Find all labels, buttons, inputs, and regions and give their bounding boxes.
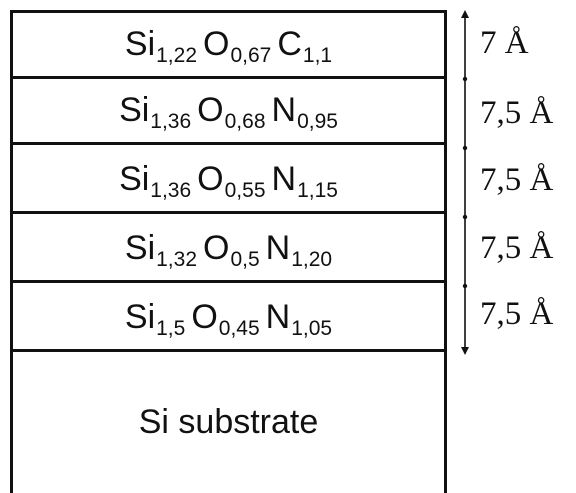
substrate-label: Si substrate: [138, 403, 319, 441]
element-symbol: Si: [124, 229, 156, 267]
element-symbol: N: [271, 91, 297, 129]
element-symbol: Si: [124, 298, 156, 336]
axis-divider-dot: [462, 283, 468, 289]
axis-divider-dot: [462, 76, 468, 82]
element-symbol: N: [265, 298, 291, 336]
element-subscript: 1,22: [156, 43, 197, 67]
element-symbol: N: [265, 229, 291, 267]
element-symbol: Si: [119, 91, 150, 129]
thickness-label-3: 7,5 Å: [480, 162, 554, 198]
element-subscript: 1,1: [302, 43, 333, 67]
axis-divider-dot: [462, 145, 468, 151]
element-symbol: Si: [124, 25, 156, 63]
element-symbol: C: [277, 25, 302, 63]
element-subscript: 1,36: [150, 109, 192, 133]
element-symbol: Si: [119, 160, 150, 198]
element-symbol: O: [191, 298, 218, 336]
element-subscript: 1,15: [297, 178, 338, 202]
axis-top-arrow: [461, 10, 469, 18]
element-subscript: 0,95: [297, 109, 338, 133]
thickness-label-5: 7,5 Å: [480, 296, 554, 332]
element-subscript: 0,5: [230, 247, 260, 271]
element-subscript: 0,45: [218, 316, 260, 340]
axis-divider-dot: [462, 214, 468, 220]
axis-bottom-arrow: [461, 347, 469, 355]
element-symbol: N: [271, 160, 297, 198]
element-symbol: O: [203, 25, 230, 63]
thickness-axis: [461, 10, 469, 355]
element-symbol: O: [197, 91, 224, 129]
thickness-label-1: 7 Å: [480, 25, 529, 61]
substrate-layer: Si substrate: [13, 352, 444, 493]
element-subscript: 0,67: [230, 43, 272, 67]
element-subscript: 0,68: [224, 109, 266, 133]
element-subscript: 1,36: [150, 178, 192, 202]
element-subscript: 1,05: [291, 316, 333, 340]
element-subscript: 1,5: [156, 316, 186, 340]
thickness-label-2: 7,5 Å: [480, 95, 554, 131]
element-symbol: O: [203, 229, 230, 267]
element-subscript: 0,55: [224, 178, 266, 202]
thickness-label-4: 7,5 Å: [480, 230, 554, 266]
element-subscript: 1,20: [291, 247, 333, 271]
element-subscript: 1,32: [156, 247, 197, 271]
element-symbol: O: [197, 160, 224, 198]
